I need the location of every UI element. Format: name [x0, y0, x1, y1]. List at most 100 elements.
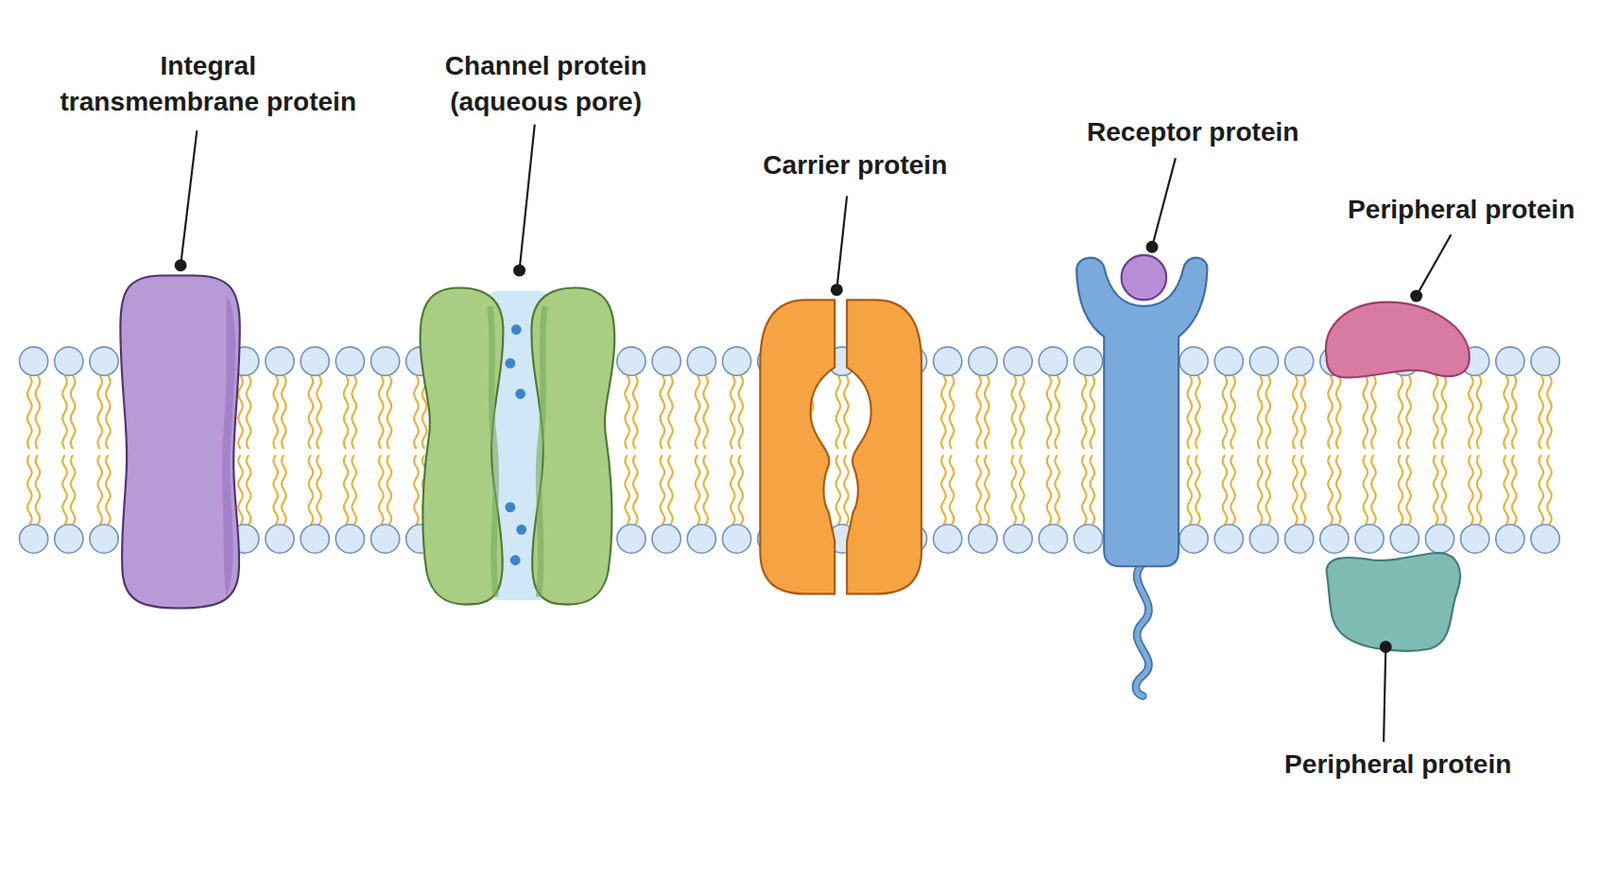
lipid-tail	[1371, 455, 1377, 525]
carrier-subunit	[846, 299, 922, 594]
lipid-tail	[659, 455, 665, 525]
phospholipid-head	[1531, 524, 1560, 553]
receptor-protein	[1076, 255, 1207, 696]
lipid-tail	[309, 455, 314, 525]
lipid-tail	[730, 375, 736, 449]
lipid-tail	[344, 375, 349, 449]
part-label: Channel protein (aqueous pore)	[423, 48, 669, 121]
lipid-tail	[1019, 375, 1025, 449]
lipid-tail	[351, 375, 357, 449]
phospholipid-head	[19, 346, 49, 376]
phospholipid-head	[300, 346, 329, 376]
lipid-tail	[62, 375, 68, 449]
lipid-tail	[1441, 375, 1446, 449]
phospholipid-head	[1214, 524, 1243, 553]
leader-line	[1152, 157, 1176, 247]
lipid-tail	[843, 375, 849, 449]
ligand	[1121, 255, 1168, 301]
phospholipid-head	[1038, 346, 1067, 376]
lipid-tail	[316, 375, 322, 449]
lipid-tail	[1301, 455, 1307, 525]
phospholipid-head	[722, 346, 751, 376]
lipid-tail	[27, 375, 33, 449]
lipid-tail	[387, 375, 393, 449]
phospholipid-head	[652, 524, 681, 553]
channel-shading	[489, 306, 496, 598]
receptor-body	[1076, 258, 1207, 568]
lipid-tail	[246, 375, 252, 449]
leader-line	[180, 130, 197, 266]
lipid-tail	[730, 455, 736, 525]
phospholipid-head	[1249, 346, 1278, 376]
integral-protein-shading	[222, 295, 236, 598]
phospholipid-head	[1038, 524, 1067, 553]
lipid-tail	[1089, 375, 1095, 449]
lipid-tail	[843, 455, 849, 525]
part-label: Receptor protein	[1029, 114, 1357, 151]
lipid-tail	[1292, 375, 1298, 449]
channel-protein	[420, 287, 616, 604]
receptor-tail-outline	[1135, 563, 1150, 696]
lipid-tail	[1538, 375, 1544, 449]
lipid-tail	[1089, 455, 1095, 525]
lipid-tail	[1336, 455, 1342, 525]
part-label: Integral transmembrane protein	[58, 48, 358, 121]
phospholipid-head	[968, 346, 998, 376]
lipid-tail	[835, 375, 841, 449]
lipid-tail	[659, 375, 665, 449]
lipid-tail	[668, 455, 673, 525]
part-label: Peripheral protein	[1244, 746, 1551, 783]
lipid-tail	[633, 455, 638, 525]
phospholipid-head	[1355, 524, 1384, 553]
lipid-tail	[1398, 375, 1404, 449]
channel-subunit	[531, 287, 615, 604]
phospholipid-head	[265, 346, 294, 376]
lipid-tail	[949, 375, 955, 449]
lipid-tail	[1011, 455, 1016, 525]
leader-dot	[831, 284, 843, 295]
channel-shading	[538, 306, 545, 598]
lipid-tail	[1538, 455, 1544, 525]
lipid-tail	[1011, 375, 1016, 449]
peripheral-protein-inner	[1326, 552, 1461, 652]
lipid-tail	[70, 375, 76, 449]
lipid-tail	[739, 375, 744, 449]
lipid-tail	[1477, 375, 1482, 449]
lipid-tail	[1187, 375, 1192, 449]
phospholipid-head	[370, 524, 399, 553]
leader-dot	[514, 265, 525, 276]
lipid-tail	[1257, 455, 1263, 525]
lipid-tail	[344, 455, 349, 525]
phospholipid-head	[265, 524, 294, 553]
lipid-tail	[378, 455, 384, 525]
lipid-tail	[1406, 375, 1411, 449]
leader-dot	[1380, 641, 1392, 653]
lipid-tail	[1406, 455, 1411, 525]
phospholipid-head	[54, 346, 84, 376]
lipid-tail	[1054, 375, 1060, 449]
ion	[504, 501, 516, 513]
phospholipid-head	[1531, 346, 1560, 376]
lipid-tail	[1222, 375, 1228, 449]
phospholipid-head	[54, 524, 84, 553]
lipid-tail	[281, 455, 287, 525]
part-label: Carrier protein	[691, 146, 1019, 183]
lipid-tail	[1047, 375, 1052, 449]
lipid-tail	[1433, 455, 1439, 525]
lipid-tail	[1362, 455, 1368, 525]
phospholipid-head	[1320, 524, 1349, 553]
lipid-tail	[1047, 455, 1052, 525]
leader-lines	[175, 124, 1452, 742]
phospholipid-head	[1390, 524, 1419, 553]
ion	[515, 388, 526, 399]
lipid-tail	[273, 455, 278, 525]
lipid-tail	[941, 375, 947, 449]
lipid-tail	[1257, 375, 1263, 449]
lipid-tail	[1265, 375, 1271, 449]
lipid-tail	[1441, 455, 1446, 525]
lipid-tail	[1512, 375, 1517, 449]
lipid-tail	[1019, 455, 1025, 525]
lipid-tail	[1512, 455, 1517, 525]
phospholipid-head	[89, 346, 119, 376]
leader-line	[1383, 647, 1386, 742]
